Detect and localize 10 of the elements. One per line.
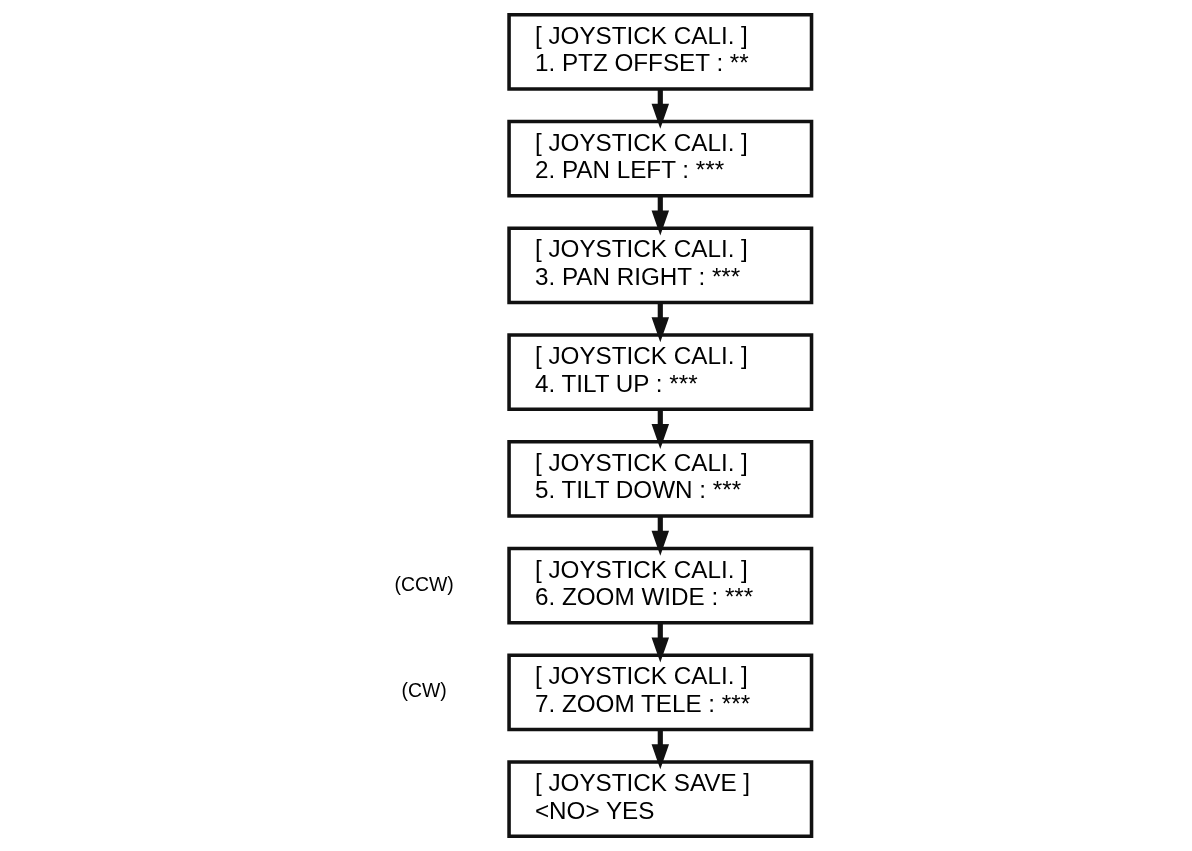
- node-box: [ JOYSTICK CALI. ] 5. TILT DOWN : ***: [507, 439, 814, 518]
- node-box: [ JOYSTICK CALI. ] 7. ZOOM TELE : ***: [507, 653, 814, 732]
- node-box: [ JOYSTICK CALI. ] 1. PTZ OFFSET : **: [507, 12, 814, 91]
- node-label: (CCW): [394, 572, 454, 595]
- node-box: [ JOYSTICK CALI. ] 2. PAN LEFT : ***: [507, 119, 814, 198]
- node-label: (CW): [401, 679, 447, 702]
- node-box: [ JOYSTICK SAVE ] <NO> YES: [507, 760, 814, 839]
- node-box: [ JOYSTICK CALI. ] 4. TILT UP : ***: [507, 333, 814, 412]
- node-box: [ JOYSTICK CALI. ] 6. ZOOM WIDE : ***: [507, 546, 814, 625]
- node-box: [ JOYSTICK CALI. ] 3. PAN RIGHT : ***: [507, 226, 814, 305]
